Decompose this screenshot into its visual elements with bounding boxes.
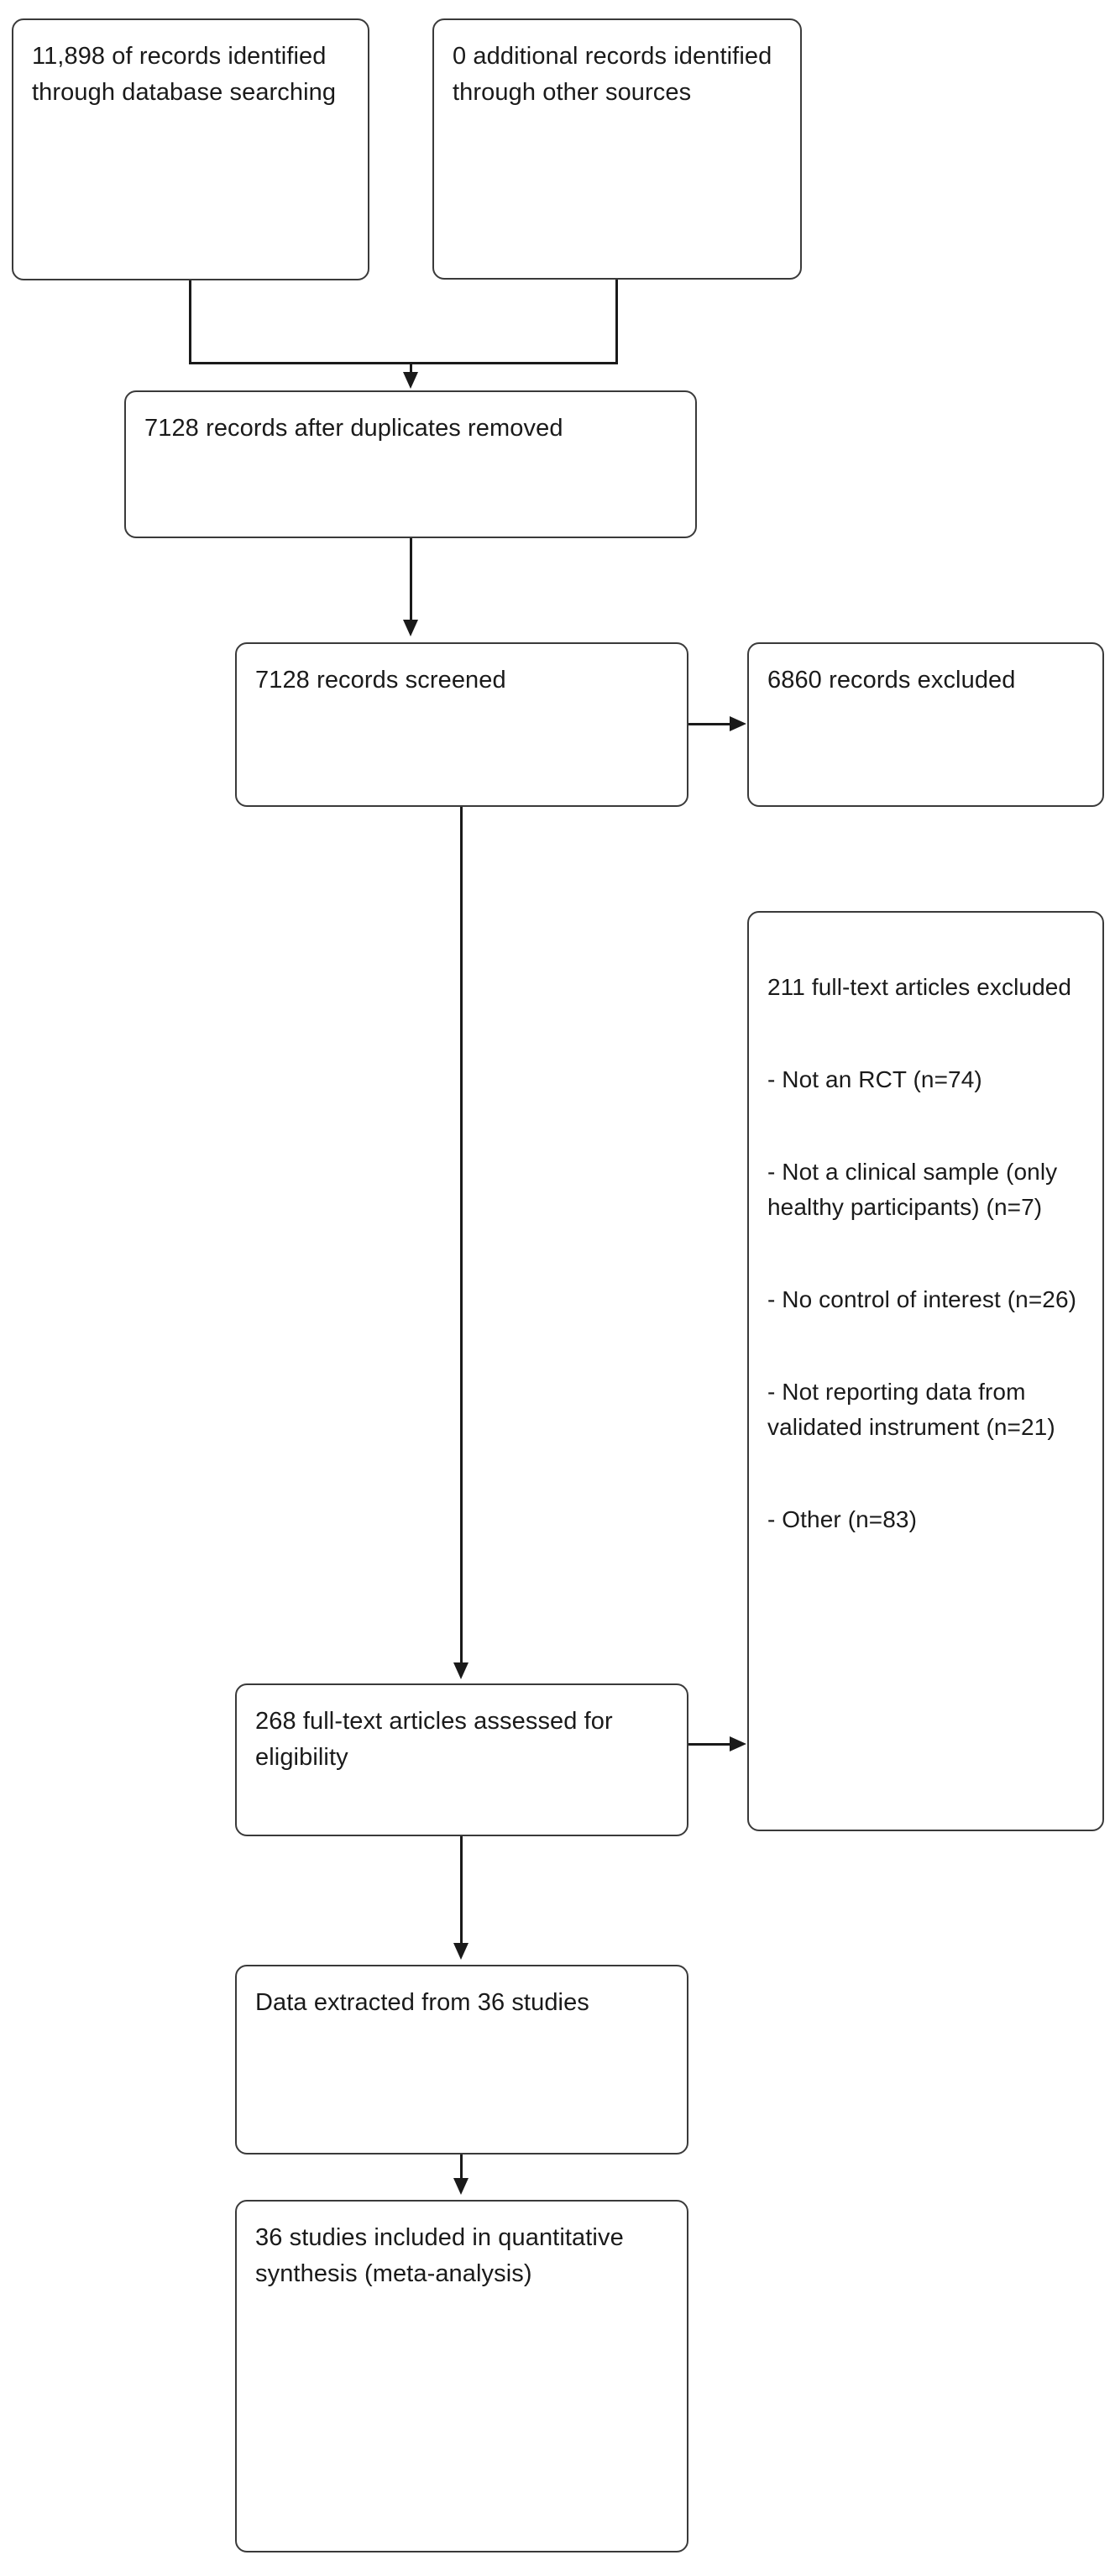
- arrowhead-to-screened: [403, 620, 418, 636]
- exclusion-reason-no-control: - No control of interest (n=26): [767, 1286, 1077, 1312]
- connector-screened-down: [460, 807, 463, 1668]
- connector-extracted-down: [460, 2155, 463, 2184]
- node-fulltext-articles-assessed: 268 full-text articles assessed for elig…: [235, 1682, 690, 1836]
- arrowhead-to-assessed: [453, 1662, 469, 1679]
- node-records-identified-database: 11,898 of records identified through dat…: [12, 17, 371, 280]
- node-fulltext-articles-excluded: 211 full-text articles excluded - Not an…: [747, 909, 1106, 1831]
- node-records-excluded: 6860 records excluded: [747, 641, 1106, 807]
- arrowhead-to-fulltext-excluded: [730, 1736, 746, 1751]
- connector-screened-to-excluded: [688, 723, 732, 725]
- exclusion-reason-other: - Other (n=83): [767, 1506, 918, 1532]
- connector-assessed-to-excluded: [688, 1743, 732, 1746]
- connector-database-down: [189, 280, 191, 364]
- connector-duplicates-down: [410, 538, 412, 626]
- exclusion-reason-not-validated-instrument: - Not reporting data from validated inst…: [767, 1379, 1055, 1440]
- node-studies-included: 36 studies included in quantitative synt…: [235, 2198, 690, 2552]
- node-records-screened: 7128 records screened: [235, 641, 690, 807]
- arrowhead-to-data-extracted: [453, 1943, 469, 1960]
- node-records-after-duplicates: 7128 records after duplicates removed: [124, 389, 699, 538]
- arrowhead-to-included: [453, 2178, 469, 2195]
- exclusion-reason-not-rct: - Not an RCT (n=74): [767, 1066, 982, 1092]
- exclusion-heading: 211 full-text articles excluded: [767, 974, 1072, 1000]
- connector-other-down: [615, 280, 618, 364]
- connector-assessed-down: [460, 1836, 463, 1949]
- connector-merge-down: [410, 362, 412, 377]
- node-data-extracted: Data extracted from 36 studies: [235, 1963, 690, 2155]
- node-records-identified-other-sources: 0 additional records identified through …: [432, 17, 804, 280]
- exclusion-reason-not-clinical-sample: - Not a clinical sample (only healthy pa…: [767, 1159, 1058, 1220]
- arrowhead-to-duplicates: [403, 372, 418, 389]
- connector-merge-bar: [189, 362, 618, 364]
- arrowhead-to-excluded: [730, 716, 746, 731]
